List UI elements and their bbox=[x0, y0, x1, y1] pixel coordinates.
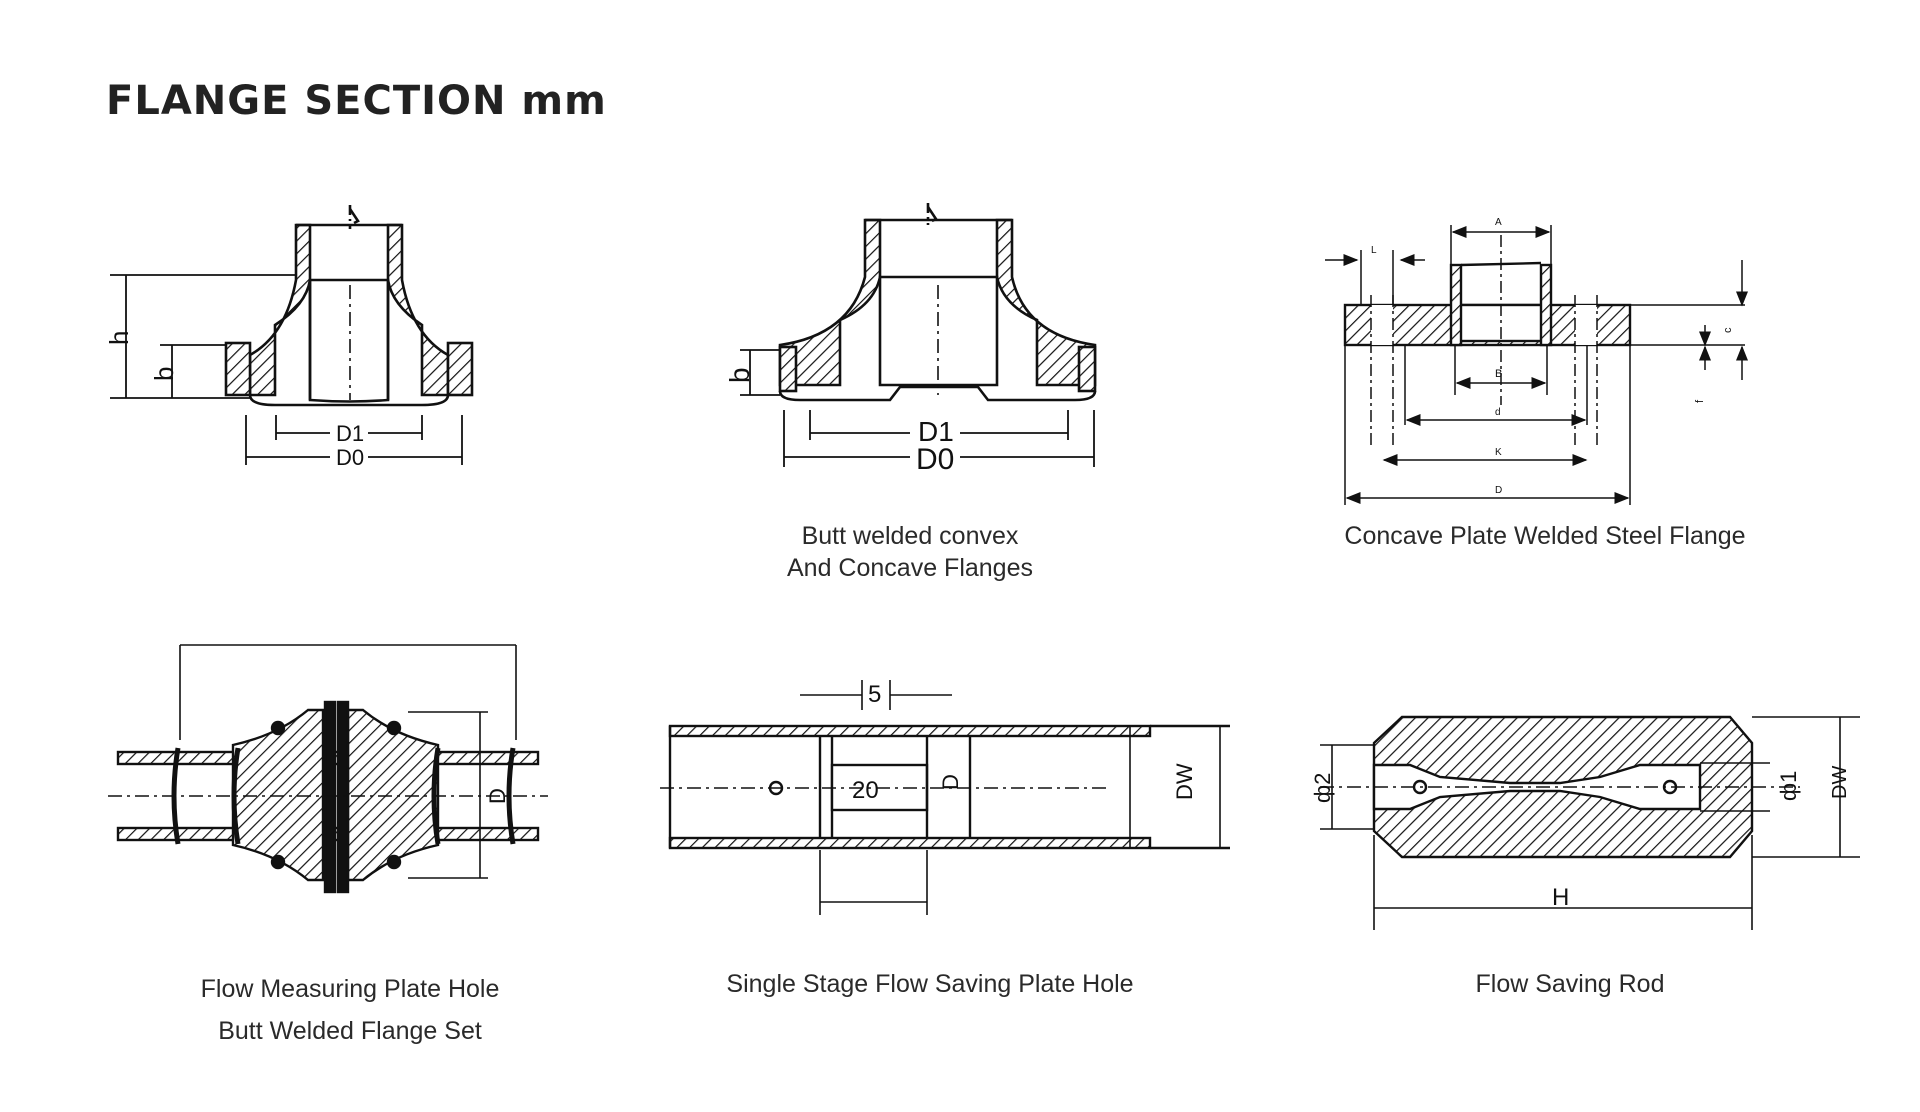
figure-single-stage-flow-saving: 5 20 D DW bbox=[650, 670, 1240, 920]
label-five: 5 bbox=[868, 681, 881, 708]
label-d0: D0 bbox=[336, 445, 364, 470]
label-phi2: ф2 bbox=[1310, 773, 1335, 803]
label-a: A bbox=[1495, 217, 1502, 228]
label-b: b bbox=[724, 367, 755, 383]
label-h: h bbox=[104, 331, 134, 345]
label-d: D bbox=[938, 774, 963, 790]
weld-neck-flange-drawing: h b D1 D0 bbox=[104, 205, 474, 470]
caption-butt-welded-convex-concave: Butt welded convex And Concave Flanges bbox=[787, 522, 1033, 582]
caption-flow-saving-rod: Flow Saving Rod bbox=[1475, 970, 1665, 998]
label-f: f bbox=[1694, 399, 1706, 403]
label-k: K bbox=[1495, 447, 1502, 458]
flow-saving-rod-drawing: ф2 ф1 DW H bbox=[1310, 715, 1860, 930]
flow-measuring-drawing: D bbox=[108, 644, 548, 894]
label-l: L bbox=[1371, 245, 1377, 256]
butt-welded-flange-drawing: b D1 D0 bbox=[724, 203, 1097, 476]
label-dw: DW bbox=[1829, 766, 1851, 799]
label-d1: D1 bbox=[918, 416, 954, 447]
label-d1: D1 bbox=[336, 421, 364, 446]
figure-weld-neck-flange: h b D1 D0 bbox=[100, 195, 500, 475]
label-d-small: d bbox=[1495, 407, 1501, 418]
label-c: c bbox=[1722, 327, 1734, 333]
label-phi1: ф1 bbox=[1776, 771, 1801, 801]
label-d: D bbox=[485, 788, 510, 804]
figure-flow-measuring-plate-hole: D bbox=[108, 640, 558, 920]
label-dw: DW bbox=[1172, 763, 1197, 800]
figure-concave-plate-welded: A L B d K D c f bbox=[1305, 205, 1790, 510]
figure-butt-welded-convex-concave: b D1 D0 bbox=[700, 195, 1120, 476]
label-h: H bbox=[1552, 884, 1569, 911]
label-twenty: 20 bbox=[852, 777, 879, 804]
label-b: B bbox=[1495, 368, 1502, 380]
label-d-big: D bbox=[1495, 485, 1502, 496]
label-b: b bbox=[149, 367, 179, 381]
label-d0: D0 bbox=[916, 443, 954, 475]
caption-concave-plate-welded: Concave Plate Welded Steel Flange bbox=[1344, 522, 1746, 550]
figure-flow-saving-rod: ф2 ф1 DW H bbox=[1300, 705, 1880, 945]
caption-flow-measuring-plate-hole: Flow Measuring Plate Hole Butt Welded Fl… bbox=[200, 975, 500, 1045]
concave-plate-drawing: A L B d K D c f bbox=[1325, 217, 1748, 505]
page-title: FLANGE SECTION mm bbox=[106, 78, 607, 124]
caption-single-stage-flow-saving: Single Stage Flow Saving Plate Hole bbox=[726, 970, 1134, 998]
single-stage-drawing: 5 20 D DW bbox=[660, 680, 1230, 915]
